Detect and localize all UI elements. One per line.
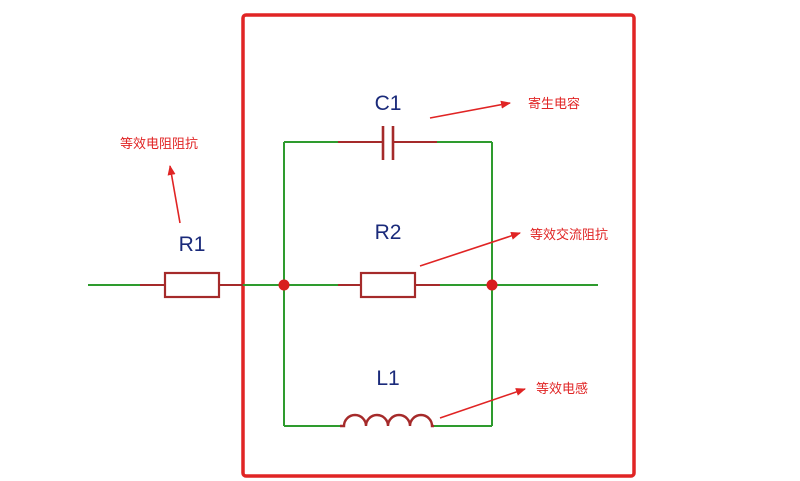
label-r1: R1 [179, 233, 206, 256]
label-c1: C1 [375, 92, 402, 115]
label-l1: L1 [376, 367, 399, 390]
resistor-r2-symbol [359, 271, 417, 299]
junction-node-right [486, 279, 498, 291]
label-r2: R2 [375, 221, 402, 244]
arrow-r1 [167, 165, 181, 224]
component-boundary-box [241, 13, 636, 478]
arrow-c1 [429, 100, 511, 119]
component-leads [140, 141, 440, 286]
inductor-l1-symbol [340, 413, 434, 428]
arrow-r2 [419, 232, 521, 267]
annotation-r2: 等效交流阻抗 [530, 227, 608, 243]
annotation-r1: 等效电阻阻抗 [120, 136, 198, 152]
annotation-l1: 等效电感 [536, 381, 588, 397]
annotation-c1: 寄生电容 [528, 96, 580, 112]
annotation-arrows [167, 100, 526, 419]
resistor-r1-symbol [163, 271, 221, 299]
capacitor-c1-symbol [381, 126, 395, 160]
arrow-l1 [439, 388, 526, 419]
junction-node-left [278, 279, 290, 291]
